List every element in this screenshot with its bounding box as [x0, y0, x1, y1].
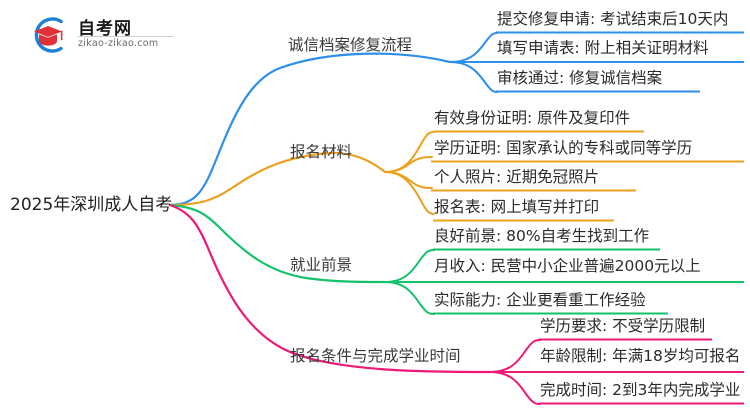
- leaf-link-requirement-1: [489, 339, 541, 373]
- branch-label-requirements-and-duration[interactable]: 报名条件与完成学业时间: [290, 347, 461, 365]
- connector-group-application-materials: [168, 130, 744, 222]
- connector-group-credit-file-repair: [168, 31, 744, 207]
- branch-link-requirements-and-duration: [168, 203, 492, 374]
- connector-group-requirements-and-duration: [168, 203, 744, 405]
- graduation-cap-icon: [28, 14, 70, 56]
- branch-link-credit-file-repair: [168, 52, 452, 207]
- leaf-label-requirement-3[interactable]: 完成时间: 2到3年内完成学业: [540, 381, 741, 399]
- root-node-label[interactable]: 2025年深圳成人自考: [10, 195, 173, 215]
- branch-label-employment-prospects[interactable]: 就业前景: [290, 256, 353, 274]
- leaf-link-credit-3: [449, 61, 498, 93]
- leaf-link-material-1: [384, 131, 435, 173]
- leaf-label-material-4[interactable]: 报名表: 网上填写并打印: [434, 198, 600, 216]
- leaf-link-material-4: [384, 171, 435, 215]
- logo-wordmark: 自考网 zikao-zikao.com: [78, 14, 176, 56]
- leaf-link-material-3: [384, 171, 433, 189]
- site-logo: 自考网 zikao-zikao.com: [28, 12, 178, 58]
- leaf-label-credit-1[interactable]: 提交修复申请: 考试结束后10天内: [497, 10, 729, 28]
- leaf-label-employment-1[interactable]: 良好前景: 80%自考生找到工作: [434, 227, 650, 245]
- leaf-label-material-3[interactable]: 个人照片: 近期免冠照片: [434, 168, 600, 186]
- leaf-link-employment-3: [384, 281, 435, 315]
- branch-link-application-materials: [168, 151, 387, 207]
- logo-url: zikao-zikao.com: [78, 38, 159, 49]
- logo-divider: [78, 36, 174, 37]
- leaf-link-requirement-3: [489, 371, 541, 405]
- branch-label-application-materials[interactable]: 报名材料: [290, 143, 353, 161]
- leaf-label-employment-3[interactable]: 实际能力: 企业更看重工作经验: [434, 291, 646, 309]
- branch-link-employment-prospects: [168, 203, 387, 284]
- leaf-label-credit-3[interactable]: 审核通过: 修复诚信档案: [497, 69, 663, 87]
- leaf-link-material-2: [384, 156, 433, 173]
- leaf-label-material-1[interactable]: 有效身份证明: 原件及复印件: [434, 109, 631, 127]
- branch-label-credit-file-repair[interactable]: 诚信档案修复流程: [288, 36, 413, 54]
- connector-group-employment-prospects: [168, 203, 744, 315]
- leaf-label-requirement-1[interactable]: 学历要求: 不受学历限制: [540, 317, 706, 335]
- leaf-label-requirement-2[interactable]: 年龄限制: 年满18岁均可报名: [540, 347, 741, 365]
- leaf-label-credit-2[interactable]: 填写申请表: 附上相关证明材料: [497, 39, 709, 57]
- logo-name-cn: 自考网: [78, 19, 132, 39]
- leaf-label-employment-2[interactable]: 月收入: 民营中小企业普遍2000元以上: [434, 257, 701, 275]
- leaf-label-material-2[interactable]: 学历证明: 国家承认的专科或同等学历: [434, 139, 693, 157]
- leaf-link-employment-1: [384, 249, 435, 283]
- leaf-link-credit-1: [449, 32, 498, 63]
